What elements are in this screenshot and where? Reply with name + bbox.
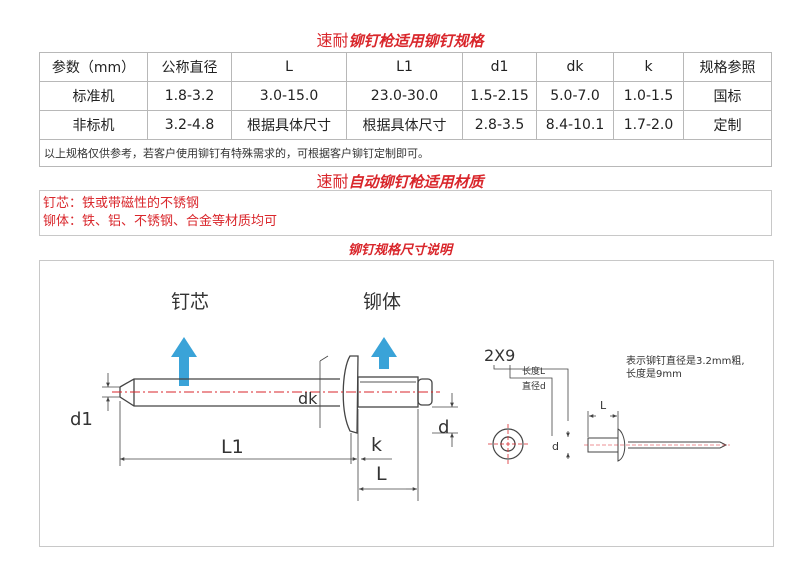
header-cell: 参数（mm） xyxy=(39,52,148,82)
table-cell: 3.2-4.8 xyxy=(147,110,232,140)
rivet-end-view xyxy=(488,424,528,464)
table-cell: 5.0-7.0 xyxy=(536,81,614,111)
spec-title: 速耐铆钉枪适用铆钉规格 xyxy=(0,27,800,51)
material-body-line: 铆体：铁、铝、不锈钢、合金等材质均可 xyxy=(43,214,278,229)
spec-code-leaders xyxy=(493,365,569,436)
explain-line-1: 表示铆钉直径是3.2mm粗, xyxy=(626,354,745,367)
diagram-title: 铆钉规格尺寸说明 xyxy=(347,243,452,258)
header-cell: 公称直径 xyxy=(147,52,232,82)
material-box: 钉芯：铁或带磁性的不锈钢 铆体：铁、铝、不锈钢、合金等材质均可 xyxy=(39,190,772,236)
spec-title-text: 铆钉枪适用铆钉规格 xyxy=(348,32,484,50)
table-cell: 2.8-3.5 xyxy=(462,110,537,140)
diameter-label: 直径d xyxy=(522,380,546,392)
rivet-diagram: 钉芯 铆体 d1 dk xyxy=(70,291,745,501)
material-title-text: 自动铆钉枪适用材质 xyxy=(348,173,484,191)
dimension-k xyxy=(350,433,392,464)
body-label: 铆体 xyxy=(363,291,401,313)
table-cell: 1.5-2.15 xyxy=(462,81,537,111)
table-row: 非标机 3.2-4.8 根据具体尺寸 根据具体尺寸 2.8-3.5 8.4-10… xyxy=(39,110,772,140)
material-core-line: 钉芯：铁或带磁性的不锈钢 xyxy=(43,196,200,211)
d-label: d xyxy=(438,417,449,438)
table-cell: 根据具体尺寸 xyxy=(346,110,463,140)
L-label: L xyxy=(376,463,387,485)
table-row: 标准机 1.8-3.2 3.0-15.0 23.0-30.0 1.5-2.15 … xyxy=(39,81,772,111)
spec-code: 2X9 xyxy=(484,346,515,365)
dimension-dk xyxy=(319,355,329,428)
header-cell: 规格参照 xyxy=(683,52,772,82)
header-cell: L1 xyxy=(346,52,463,82)
table-note: 以上规格仅供参考，若客户使用铆钉有特殊需求的，可根据客户铆钉定制即可。 xyxy=(39,139,772,167)
dimension-L1 xyxy=(119,401,359,501)
header-cell: d1 xyxy=(462,52,537,82)
table-cell: 1.0-1.5 xyxy=(613,81,684,111)
small-rivet-side-view xyxy=(584,428,730,462)
table-cell: 非标机 xyxy=(39,110,148,140)
small-dimension-L xyxy=(587,411,619,437)
table-cell: 根据具体尺寸 xyxy=(231,110,347,140)
table-cell: 标准机 xyxy=(39,81,148,111)
length-label: 长度L xyxy=(522,365,545,377)
core-arrow-icon xyxy=(171,337,197,386)
brand-name: 速耐 xyxy=(316,31,349,50)
dimension-d1 xyxy=(102,373,120,411)
d1-label: d1 xyxy=(70,409,93,430)
table-cell: 定制 xyxy=(683,110,772,140)
header-cell: L xyxy=(231,52,347,82)
table-cell: 3.0-15.0 xyxy=(231,81,347,111)
table-cell: 8.4-10.1 xyxy=(536,110,614,140)
k-label: k xyxy=(371,434,382,456)
body-arrow-icon xyxy=(371,337,397,369)
brand-name: 速耐 xyxy=(316,172,349,191)
table-cell: 23.0-30.0 xyxy=(346,81,463,111)
table-cell: 1.7-2.0 xyxy=(613,110,684,140)
small-L-label: L xyxy=(600,399,607,412)
dk-label: dk xyxy=(298,389,318,408)
rivet-head-shape xyxy=(342,355,359,434)
spec-table: 参数（mm） 公称直径 L L1 d1 dk k 规格参照 标准机 1.8-3.… xyxy=(39,52,772,167)
dimension-L xyxy=(359,409,419,501)
core-label: 钉芯 xyxy=(171,291,209,313)
L1-label: L1 xyxy=(221,436,244,458)
dimension-d xyxy=(432,393,458,447)
header-cell: k xyxy=(613,52,684,82)
material-title: 速耐自动铆钉枪适用材质 xyxy=(0,168,800,192)
table-cell: 国标 xyxy=(683,81,772,111)
table-cell: 1.8-3.2 xyxy=(147,81,232,111)
explain-line-2: 长度是9mm xyxy=(626,367,682,380)
small-d-label: d xyxy=(552,440,559,453)
header-cell: dk xyxy=(536,52,614,82)
rivet-diagram-box: 钉芯 铆体 d1 dk xyxy=(39,260,774,547)
table-header-row: 参数（mm） 公称直径 L L1 d1 dk k 规格参照 xyxy=(39,52,772,82)
table-note-row: 以上规格仅供参考，若客户使用铆钉有特殊需求的，可根据客户铆钉定制即可。 xyxy=(39,139,772,167)
